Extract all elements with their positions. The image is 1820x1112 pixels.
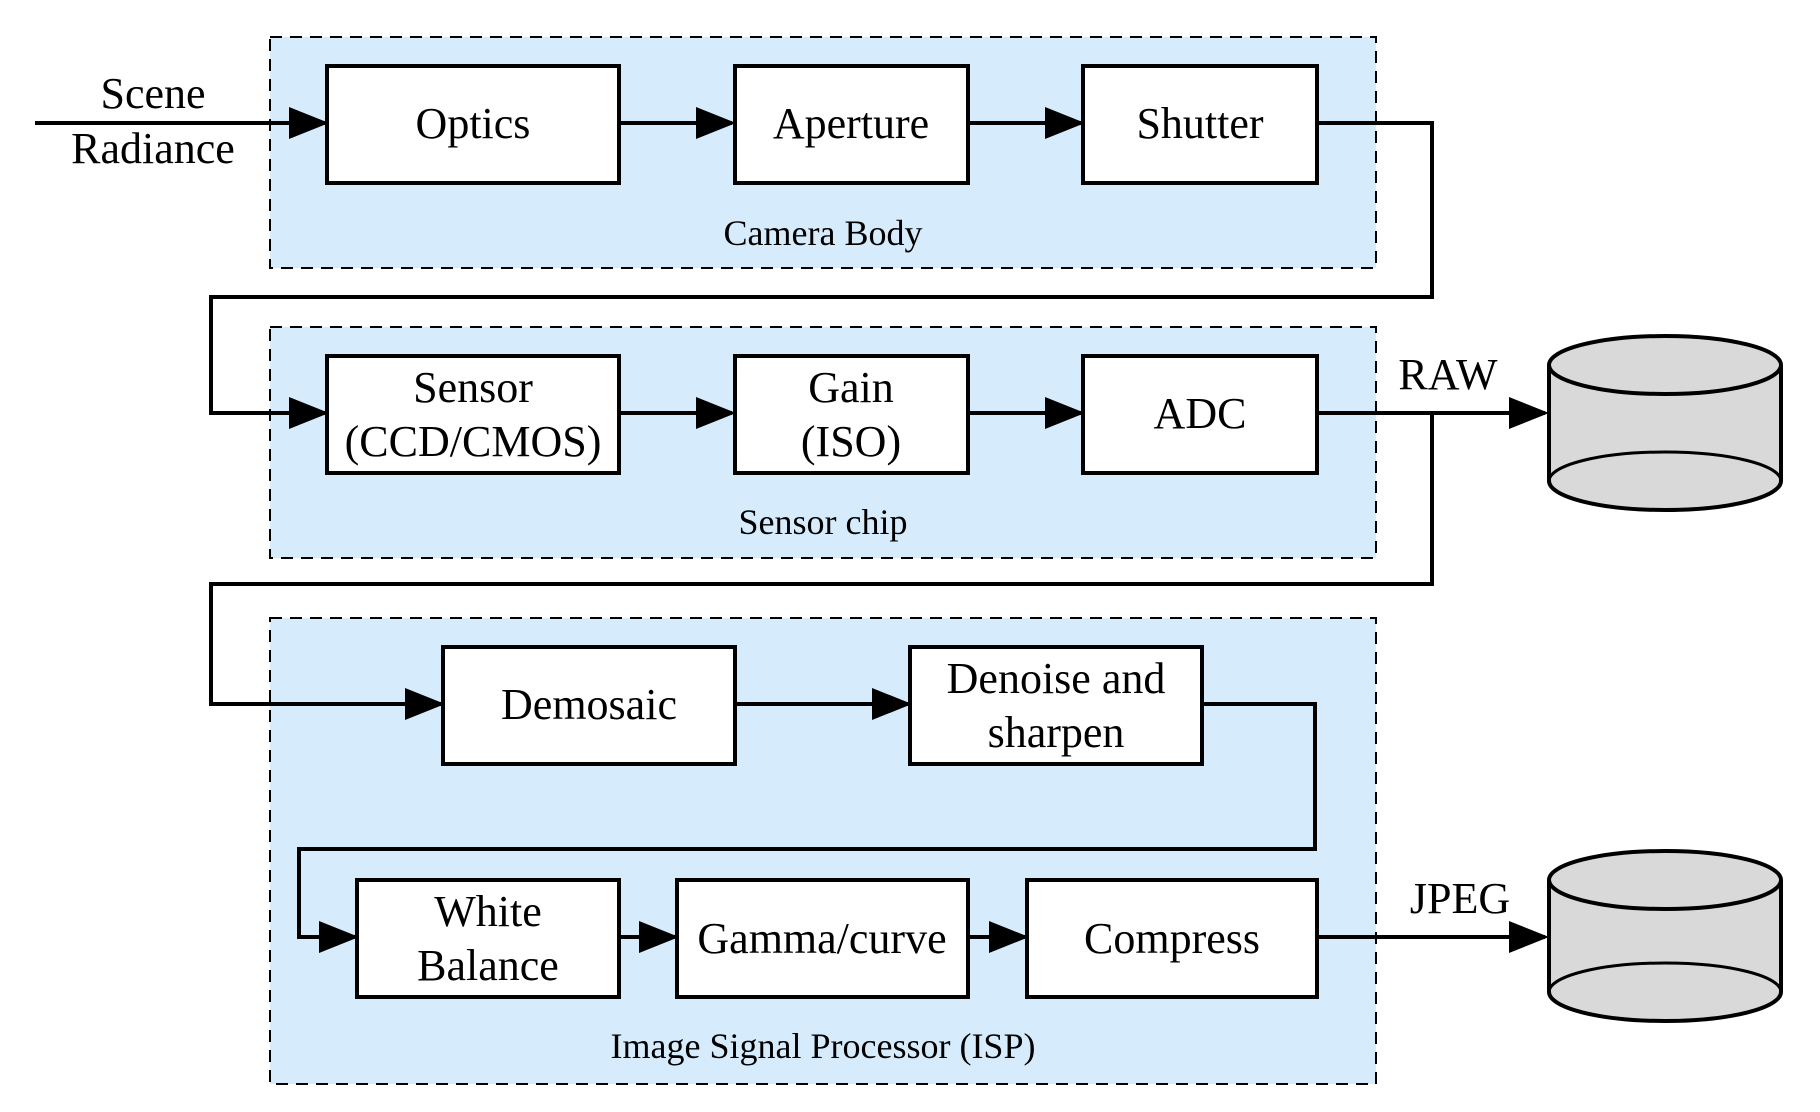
sensor-label-line2: (CCD/CMOS) — [345, 417, 602, 466]
denoise-label-line1: Denoise and — [947, 654, 1166, 703]
jpeg-label: JPEG — [1410, 874, 1510, 923]
denoise-label-line2: sharpen — [988, 708, 1125, 757]
gain-label-line2: (ISO) — [801, 417, 901, 466]
gamma-label: Gamma/curve — [697, 914, 946, 963]
sensor-block: Sensor (CCD/CMOS) — [325, 354, 621, 475]
optics-label: Optics — [416, 99, 531, 148]
raw-storage-icon — [1547, 334, 1783, 512]
arrow-denoise-to-white-balance — [297, 702, 1317, 953]
demosaic-block: Demosaic — [441, 645, 737, 766]
adc-block: ADC — [1081, 354, 1319, 475]
white-balance-label-line2: Balance — [417, 941, 559, 990]
aperture-block: Aperture — [733, 64, 970, 185]
isp-label: Image Signal Processor (ISP) — [611, 1026, 1036, 1066]
sensor-label-line1: Sensor — [413, 363, 533, 412]
arrow-adc-to-demosaic — [209, 413, 1434, 720]
gamma-block: Gamma/curve — [675, 878, 970, 999]
adc-label: ADC — [1154, 389, 1247, 438]
white-balance-label-line1: White — [434, 887, 542, 936]
demosaic-label: Demosaic — [501, 680, 677, 729]
arrow-shutter-to-sensor — [209, 121, 1434, 429]
camera-body-label: Camera Body — [724, 213, 923, 253]
compress-label: Compress — [1084, 914, 1260, 963]
scene-label-line2: Radiance — [71, 124, 235, 173]
connections — [35, 107, 1549, 953]
compress-block: Compress — [1025, 878, 1319, 999]
sensor-chip-label: Sensor chip — [739, 502, 908, 542]
shutter-block: Shutter — [1081, 64, 1319, 185]
optics-block: Optics — [325, 64, 621, 185]
white-balance-block: White Balance — [355, 878, 621, 999]
jpeg-storage-icon — [1547, 849, 1783, 1023]
raw-label: RAW — [1398, 350, 1498, 399]
gain-block: Gain (ISO) — [733, 354, 970, 475]
aperture-label: Aperture — [773, 99, 929, 148]
denoise-block: Denoise and sharpen — [908, 645, 1204, 766]
shutter-label: Shutter — [1136, 99, 1263, 148]
scene-label-line1: Scene — [100, 69, 205, 118]
gain-label-line1: Gain — [808, 363, 894, 412]
